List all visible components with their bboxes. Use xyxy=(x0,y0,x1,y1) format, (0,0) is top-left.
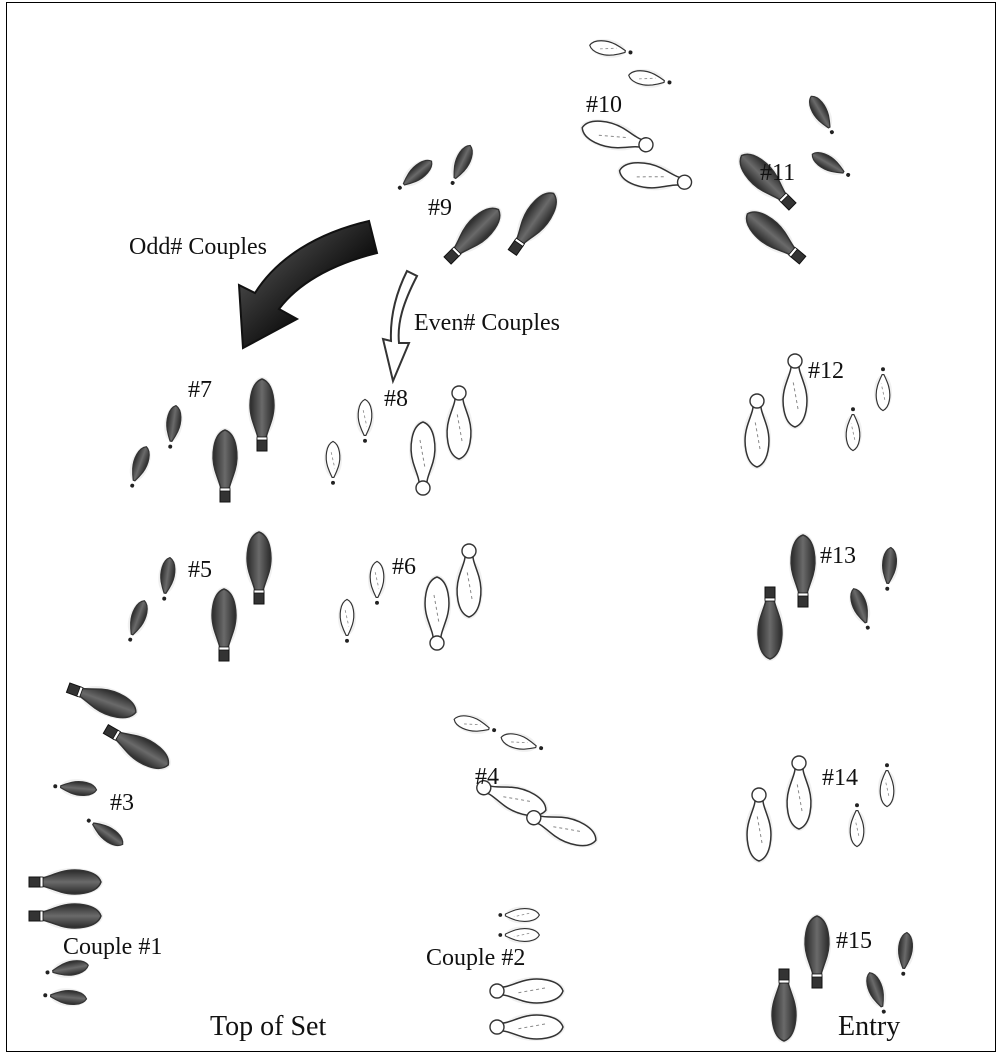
footprint-couple-12-lady xyxy=(874,367,892,412)
footprint-couple-9-lady xyxy=(450,144,474,185)
footprint-couple-3-lady xyxy=(53,779,98,798)
footprint-couple-1-lady xyxy=(45,958,89,978)
footprint-couple-7-man xyxy=(211,428,239,503)
label-couple-5: #5 xyxy=(188,557,212,583)
label-couple-8: #8 xyxy=(384,386,408,412)
footprints-layer xyxy=(28,38,915,1043)
footprint-couple-1-man xyxy=(28,902,103,930)
footprint-couple-12-man xyxy=(781,353,809,429)
footprint-couple-4-lady xyxy=(453,714,497,734)
footprint-couple-11-lady xyxy=(808,95,834,135)
footprint-couple-1-man xyxy=(28,868,103,896)
footprint-couple-11-lady xyxy=(811,151,851,177)
footprint-couple-7-lady xyxy=(129,446,151,488)
footprint-couple-13-man xyxy=(756,586,784,661)
footprint-couple-5-man xyxy=(210,587,238,662)
label-couple-15: #15 xyxy=(836,928,872,954)
label-couple-9: #9 xyxy=(428,195,452,221)
label-odd-couples: Odd# Couples xyxy=(129,234,267,260)
label-couple-3: #3 xyxy=(110,790,134,816)
footprint-couple-4-man xyxy=(476,780,549,818)
label-couple-4: #4 xyxy=(475,764,499,790)
footprint-couple-13-lady xyxy=(880,546,899,591)
footprint-couple-2-lady xyxy=(498,906,541,924)
footprint-couple-15-lady xyxy=(896,931,915,976)
footprint-couple-15-man xyxy=(803,914,831,989)
footprint-couple-12-man xyxy=(743,393,771,469)
footprint-couple-4-man xyxy=(526,810,599,848)
label-couple-7: #7 xyxy=(188,377,212,403)
label-couple-2: Couple #2 xyxy=(426,945,526,971)
footprint-couple-10-lady xyxy=(589,38,633,58)
footprint-couple-5-lady xyxy=(127,600,149,642)
odd-couples-arrow xyxy=(237,219,379,350)
label-couple-1: Couple #1 xyxy=(63,934,163,960)
footprint-couple-9-man xyxy=(507,190,559,257)
label-couple-13: #13 xyxy=(820,543,856,569)
footprint-couple-9-man xyxy=(443,205,503,265)
label-couple-11: #11 xyxy=(760,160,796,186)
footprint-couple-14-lady xyxy=(878,763,896,808)
footprint-couple-11-man xyxy=(737,151,797,211)
footprint-couple-8-lady xyxy=(324,440,342,485)
footprint-couple-8-man xyxy=(445,385,473,461)
footprint-couple-5-man xyxy=(245,530,273,605)
label-couple-12: #12 xyxy=(808,358,844,384)
footprint-couple-3-lady xyxy=(86,818,124,847)
footprint-couple-12-lady xyxy=(844,407,862,452)
footprint-couple-1-lady xyxy=(43,988,88,1007)
footprint-couple-8-lady xyxy=(356,398,374,443)
label-entry: Entry xyxy=(838,1011,901,1042)
footprint-couple-7-lady xyxy=(164,404,183,449)
footprint-couple-11-man xyxy=(744,209,807,265)
footprint-couple-6-man xyxy=(455,543,483,619)
footprint-couple-14-man xyxy=(785,755,813,831)
dance-floor-diagram: #3 #4 #5 #6 #7 #8 #9 #10 #11 #12 #13 #14… xyxy=(6,2,996,1052)
footprint-couple-3-man xyxy=(65,682,139,720)
footprint-couple-6-lady xyxy=(368,560,386,605)
footprint-couple-14-lady xyxy=(848,803,866,848)
footprint-couple-15-man xyxy=(770,968,798,1043)
label-couple-6: #6 xyxy=(392,554,416,580)
footprint-couple-13-lady xyxy=(849,588,871,630)
label-top-of-set: Top of Set xyxy=(210,1011,327,1042)
footprint-couple-2-lady xyxy=(498,926,541,944)
footprint-couple-14-man xyxy=(745,787,773,863)
footprint-couple-8-man xyxy=(409,420,437,496)
footprint-couple-10-man xyxy=(617,160,693,191)
footprint-couple-9-lady xyxy=(397,159,433,190)
label-even-couples: Even# Couples xyxy=(414,310,560,336)
footprint-couple-10-lady xyxy=(628,68,672,88)
footprint-couple-10-man xyxy=(580,119,654,153)
label-couple-10: #10 xyxy=(586,92,622,118)
footprint-couple-3-man xyxy=(102,723,171,771)
footprint-couple-13-man xyxy=(789,533,817,608)
footprint-couple-7-man xyxy=(248,377,276,452)
footprint-couple-6-lady xyxy=(338,598,356,643)
even-couples-arrow xyxy=(381,269,419,385)
footprint-couple-5-lady xyxy=(158,556,177,601)
footprint-couple-15-lady xyxy=(865,972,887,1014)
footprint-couple-4-lady xyxy=(500,732,544,752)
label-couple-14: #14 xyxy=(822,765,858,791)
footprint-couple-2-man xyxy=(489,977,565,1005)
footprint-couple-6-man xyxy=(423,575,451,651)
footprint-couple-2-man xyxy=(489,1013,565,1041)
